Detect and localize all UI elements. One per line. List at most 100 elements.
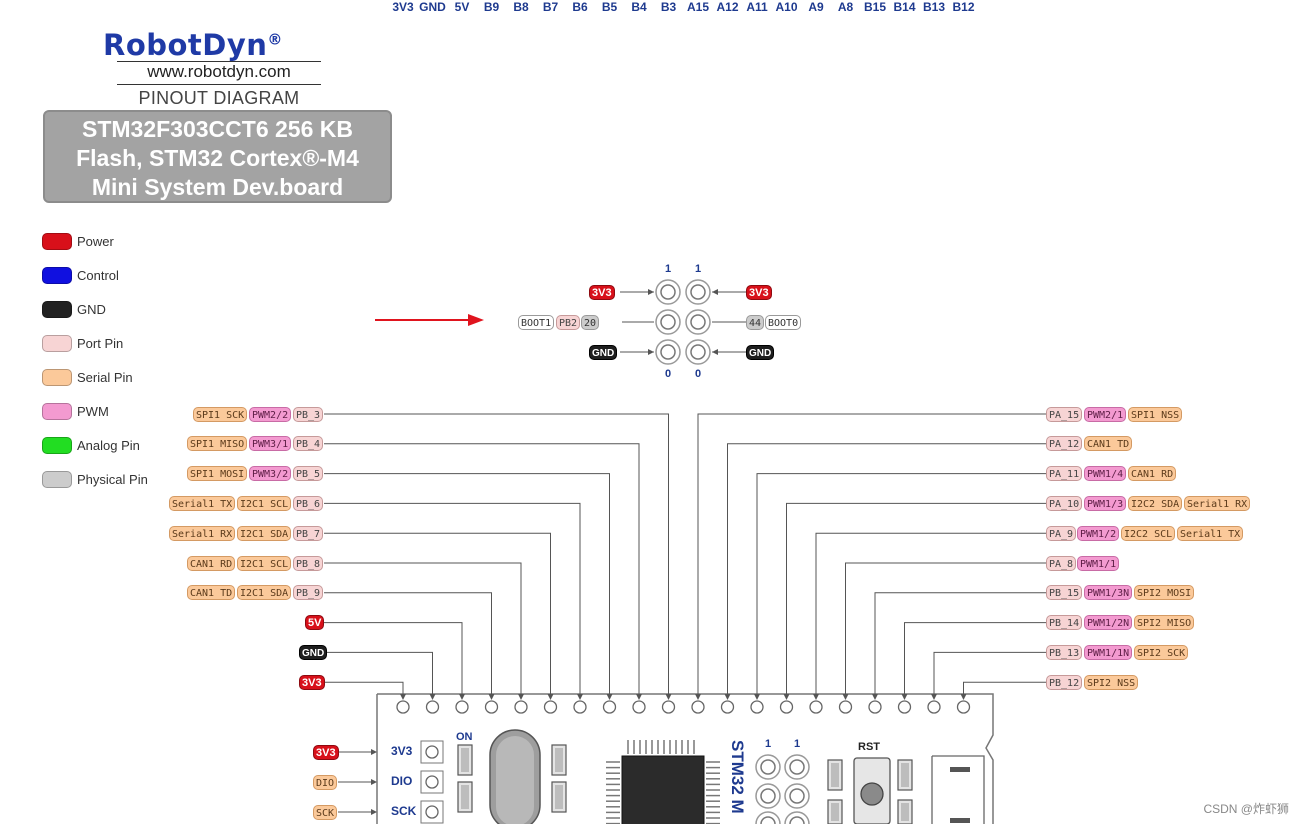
board-header-pin (632, 700, 646, 714)
right-pin-wire-arrow (724, 694, 731, 700)
right-pin-label: I2C2 SDA (1128, 495, 1183, 511)
smd-component-body (831, 803, 839, 821)
robotdyn-logo: RobotDyn® (103, 28, 283, 62)
smd-component-body (901, 803, 909, 821)
swd-pin-label: 3V3 (391, 744, 413, 758)
legend-swatch (42, 335, 72, 352)
left-pin-wire-arrow (547, 694, 554, 700)
boot-wire-arrow (712, 289, 718, 295)
left-pin-label: Serial1 RX (169, 525, 236, 541)
boot-wire-arrow (648, 289, 654, 295)
boot1-label: BOOT1 (518, 314, 555, 330)
left-pin-label: PB_7 (293, 525, 324, 541)
right-pin-wire (904, 622, 1046, 699)
board-pin-label-b13: B13 (922, 0, 945, 14)
right-pin-label: PA_15 (1046, 406, 1083, 422)
left-pin-wire (324, 622, 463, 699)
board-pin-label-b12: B12 (952, 0, 975, 14)
left-pin-wire-arrow (577, 694, 583, 700)
left-pin-label: I2C1 SDA (237, 525, 292, 541)
boot-top-number: 1 (695, 263, 702, 275)
left-pin-label: SPI1 SCK (193, 406, 248, 422)
right-pin-wire (933, 651, 1046, 699)
board-pin-label-5v: 5V (454, 0, 470, 14)
board-header-pin (514, 700, 528, 714)
board-boot-pin-hole (760, 759, 776, 775)
right-pin-label: Serial1 RX (1184, 495, 1251, 511)
site-url: www.robotdyn.com (147, 62, 291, 81)
board-pin-label-b7: B7 (542, 0, 559, 14)
boot-wire-arrow (712, 349, 718, 355)
board-pin-label-a12: A12 (716, 0, 739, 14)
right-pin-label: SPI2 MISO (1134, 615, 1195, 631)
left-pin-label: Serial1 TX (169, 495, 236, 511)
legend-swatch (42, 471, 72, 488)
smd-component-body (461, 785, 469, 809)
left-pin-wire-arrow (636, 694, 642, 700)
swd-side-tag: SCK (313, 804, 338, 820)
left-pin-label: PB_8 (293, 555, 324, 571)
left-pin-label: CAN1 TD (187, 585, 236, 601)
left-pin-label: I2C1 SCL (237, 555, 292, 571)
right-pin-wire-arrow (931, 694, 937, 700)
board-name-text: STM32 M (728, 740, 747, 814)
board-pin-label-b14: B14 (893, 0, 916, 14)
board-header-pin (809, 700, 823, 714)
left-pin-label: PWM3/1 (249, 436, 292, 452)
board-header-pin (720, 700, 735, 714)
pointer-arrow-head (468, 314, 484, 326)
mcu-chip (621, 755, 705, 824)
right-pin-label: PA_11 (1046, 466, 1083, 482)
right-pin-wire-arrow (842, 694, 849, 700)
swd-tag-wire-arrow (371, 749, 377, 755)
board-pin-label-b4: B4 (631, 0, 647, 14)
left-pin-wire-arrow (606, 694, 613, 700)
right-pin-wire-arrow (901, 694, 908, 700)
right-pin-wire-arrow (960, 694, 967, 700)
left-pin-wire-arrow (429, 694, 436, 700)
left-pin-label: PWM3/2 (249, 466, 292, 482)
left-pin-wire-arrow (459, 694, 465, 700)
board-pin-label-a10: A10 (775, 0, 798, 14)
board-boot-pin-hole (760, 788, 776, 804)
boot-pin-hole (660, 284, 676, 300)
smd-component-body (901, 763, 909, 787)
boot-top-number: 1 (665, 263, 672, 275)
right-pin-label: PWM1/1N (1084, 644, 1133, 660)
legend-swatch (42, 403, 72, 420)
right-pin-label: PB_13 (1046, 644, 1083, 660)
left-pin-wire (324, 592, 492, 699)
board-boot-pin-hole (789, 759, 805, 775)
legend-label: Power (77, 234, 114, 249)
header-divider-bottom (117, 84, 321, 85)
board-pin-label-b5: B5 (601, 0, 618, 14)
left-pin-label: PB_9 (293, 585, 324, 601)
board-header-pin (573, 700, 587, 714)
board-header-pin (897, 700, 912, 714)
swd-pin-label: DIO (391, 774, 413, 788)
left-pin-wire (324, 443, 640, 699)
right-pin-wire (727, 443, 1046, 699)
left-pin-wire (324, 413, 669, 699)
diagram-subtitle: PINOUT DIAGRAM (138, 88, 300, 108)
right-pin-label: PWM1/3 (1084, 495, 1127, 511)
title-line-1: STM32F303CCT6 256 KB (82, 116, 353, 142)
left-pin-label: PB_4 (293, 436, 324, 452)
legend-swatch (42, 301, 72, 318)
board-pin-label-b3: B3 (660, 0, 677, 14)
boot-left-gnd-label: GND (589, 344, 618, 360)
right-pin-label: CAN1 TD (1084, 436, 1133, 452)
legend-swatch (42, 369, 72, 386)
right-pin-wire-arrow (754, 694, 760, 700)
left-pin-wire-arrow (488, 694, 495, 700)
legend-label: Serial Pin (77, 370, 133, 385)
usb-connector (931, 755, 985, 824)
smd-component-body (461, 748, 469, 772)
board-pin-label-gnd: GND (419, 0, 446, 14)
boot-pin-hole (690, 344, 706, 360)
right-pin-wire (963, 681, 1046, 699)
board-header-pin (750, 700, 764, 714)
right-pin-wire-arrow (695, 694, 701, 700)
right-pin-wire-arrow (872, 694, 878, 700)
left-pin-label: 5V (305, 615, 325, 631)
